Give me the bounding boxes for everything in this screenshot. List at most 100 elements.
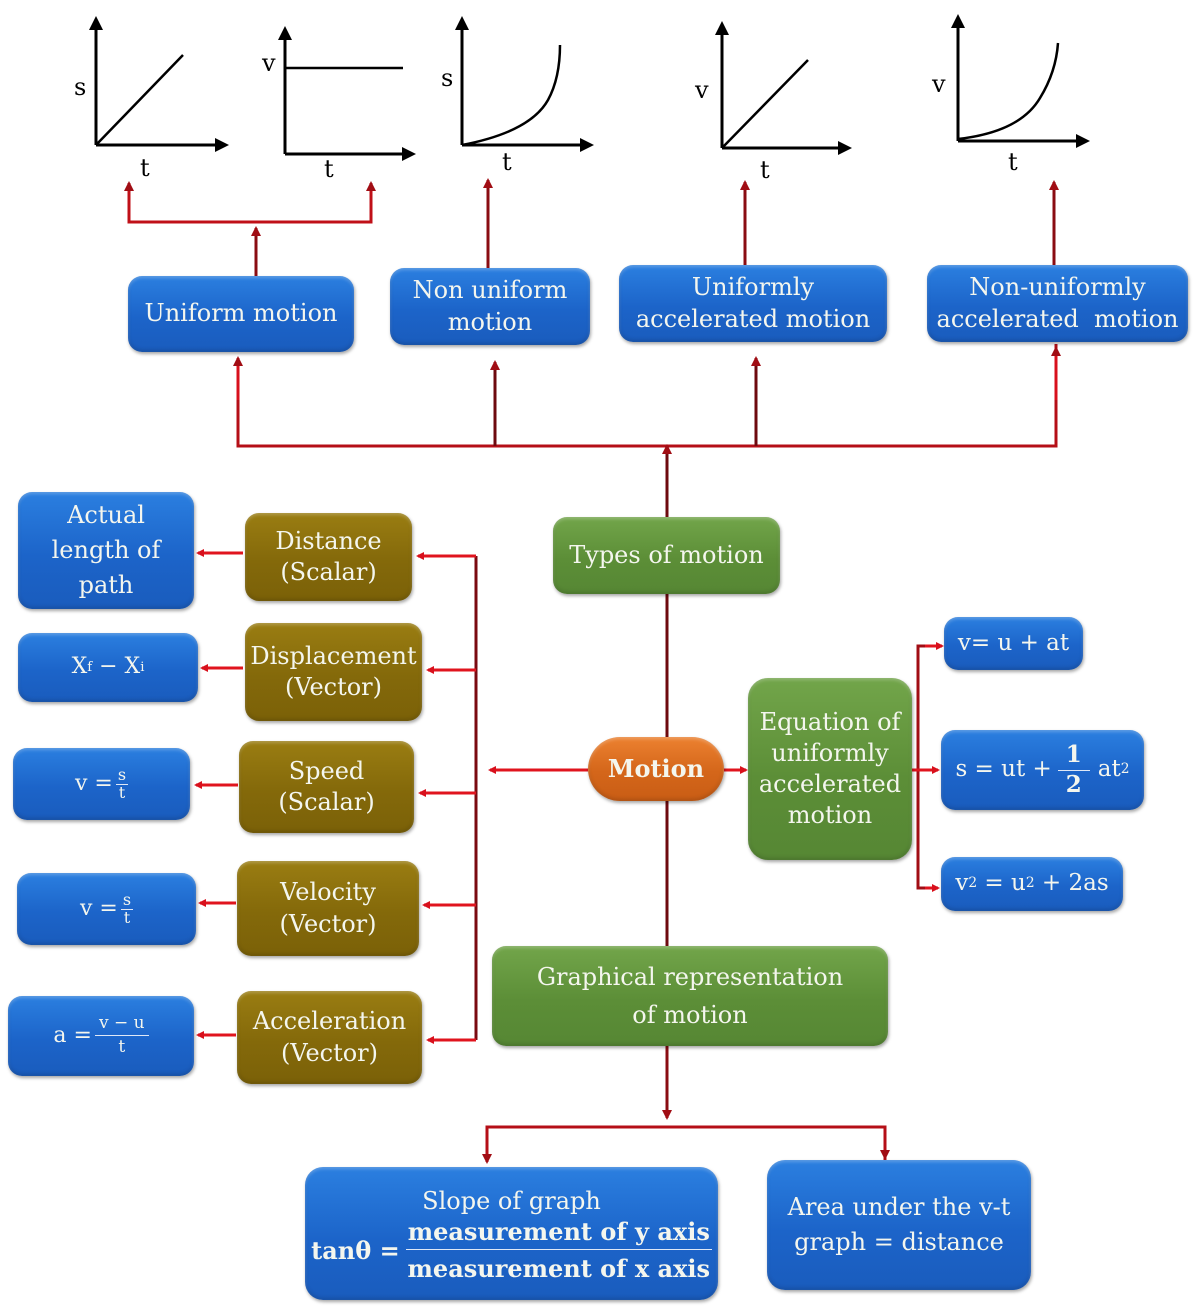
label-line: Equation of <box>759 707 901 736</box>
x-axis-label: t <box>140 154 150 182</box>
label-line: accelerated motion <box>936 304 1179 333</box>
equation-v: v <box>955 870 969 897</box>
slope-title: Slope of graph <box>422 1187 601 1216</box>
quantity-name: Distance <box>275 526 382 555</box>
motion-label: Motion <box>607 754 705 784</box>
distance-definition-box: Actual length of path <box>18 492 194 609</box>
graph-non-uniformly-accelerated-v-t: v t <box>931 14 1090 176</box>
y-axis-label: s <box>74 73 86 101</box>
fraction: s t <box>120 889 134 927</box>
quantity-name: Velocity <box>280 878 376 907</box>
equation-rhs: at <box>1097 756 1121 783</box>
y-axis-label: v <box>694 76 709 104</box>
velocity-definition-box: v = s t <box>17 873 196 945</box>
y-axis-label: s <box>441 64 453 92</box>
label-line: Actual <box>67 501 145 530</box>
denominator: t <box>123 907 131 927</box>
numerator: v − u <box>94 1014 149 1036</box>
formula-x: X <box>124 654 141 680</box>
label-line: motion <box>447 307 533 336</box>
displacement-box: Displacement (Vector) <box>245 623 422 721</box>
quantity-kind: (Scalar) <box>278 788 375 816</box>
graph-curve <box>461 44 562 147</box>
fraction: s t <box>115 766 129 802</box>
slope-of-graph-box: Slope of graph tanθ = measurement of y a… <box>305 1167 718 1300</box>
equation-of-motion-box: Equation of uniformly accelerated motion <box>748 678 912 860</box>
speed-box: Speed (Scalar) <box>239 741 414 833</box>
uniform-motion-box: Uniform motion <box>128 276 354 352</box>
quantity-kind: (Vector) <box>280 1038 379 1067</box>
slope-formula: tanθ = measurement of y axis measurement… <box>311 1219 712 1283</box>
quantity-name: Speed <box>288 756 365 785</box>
fraction: v − u t <box>94 1014 149 1057</box>
formula-x: X <box>71 654 88 680</box>
numerator: s <box>120 889 134 910</box>
x-axis-label: t <box>324 155 334 183</box>
types-of-motion-label: Types of motion <box>569 540 764 569</box>
acceleration-definition-box: a = v − u t <box>8 996 194 1076</box>
numerator: measurement of y axis <box>405 1219 712 1250</box>
label-line: Non uniform <box>412 276 568 305</box>
graph-uniform-v-t: v t <box>261 26 416 183</box>
label-line: length of <box>51 536 161 565</box>
label-line: Non-uniformly <box>969 273 1146 302</box>
fraction: 1 2 <box>1057 742 1090 797</box>
formula-lhs: v = <box>74 770 113 796</box>
denominator: t <box>118 782 126 802</box>
formula-lhs: v = <box>79 895 118 921</box>
bracket-line <box>127 195 373 224</box>
distance-box: Distance (Scalar) <box>245 513 412 601</box>
non-uniformly-accelerated-motion-box: Non-uniformly accelerated motion <box>927 265 1188 342</box>
exponent: 2 <box>1025 875 1035 892</box>
graph-uniformly-accelerated-v-t: v t <box>694 21 852 184</box>
graph-non-uniform-s-t: s t <box>441 16 594 176</box>
uniformly-accelerated-motion-box: Uniformly accelerated motion <box>619 265 887 342</box>
label-line: accelerated <box>758 770 902 798</box>
formula-lhs: a = <box>53 1022 92 1048</box>
x-axis-label: t <box>760 156 770 184</box>
speed-formula: v = s t <box>74 766 129 802</box>
first-equation: v= u + at <box>957 629 1070 656</box>
equation-mid: = u <box>977 870 1026 897</box>
equation-rest: + 2as <box>1034 870 1109 897</box>
arrows-types-bus <box>233 344 1061 517</box>
graph-uniform-s-t: s t <box>74 16 229 182</box>
denominator: measurement of x axis <box>407 1253 711 1283</box>
numerator: 1 <box>1057 742 1090 771</box>
first-equation-box: v= u + at <box>944 617 1083 670</box>
velocity-formula: v = s t <box>79 889 134 927</box>
bracket-line <box>916 644 942 890</box>
quantity-kind: (Scalar) <box>280 558 377 586</box>
center-spine <box>482 594 890 1164</box>
slope-lhs: tanθ = <box>311 1235 400 1265</box>
denominator: t <box>118 1037 126 1057</box>
quantity-name: Acceleration <box>252 1007 407 1036</box>
area-under-graph-box: Area under the v-t graph = distance <box>767 1160 1031 1290</box>
label-line: accelerated motion <box>635 304 871 333</box>
arrows-quantities <box>194 549 588 1044</box>
graph-line <box>95 54 184 146</box>
label-line: path <box>78 570 134 599</box>
y-axis-label: v <box>931 70 946 98</box>
non-uniform-motion-box: Non uniform motion <box>390 268 590 345</box>
velocity-box: Velocity (Vector) <box>237 861 419 956</box>
acceleration-box: Acceleration (Vector) <box>237 991 422 1084</box>
graph-curve <box>957 42 1060 141</box>
exponent: 2 <box>1120 761 1130 778</box>
label-line: Graphical representation <box>536 962 844 991</box>
label-line: of motion <box>632 1001 748 1029</box>
label-line: graph = distance <box>794 1228 1004 1256</box>
arrows-types-to-graphs <box>124 178 1059 276</box>
acceleration-formula: a = v − u t <box>53 1014 149 1057</box>
formula-subscript-f: f <box>87 659 93 675</box>
y-axis-label: v <box>261 49 276 77</box>
exponent: 2 <box>968 875 978 892</box>
graphical-representation-box: Graphical representation of motion <box>492 946 888 1046</box>
bus-line <box>236 344 1058 448</box>
